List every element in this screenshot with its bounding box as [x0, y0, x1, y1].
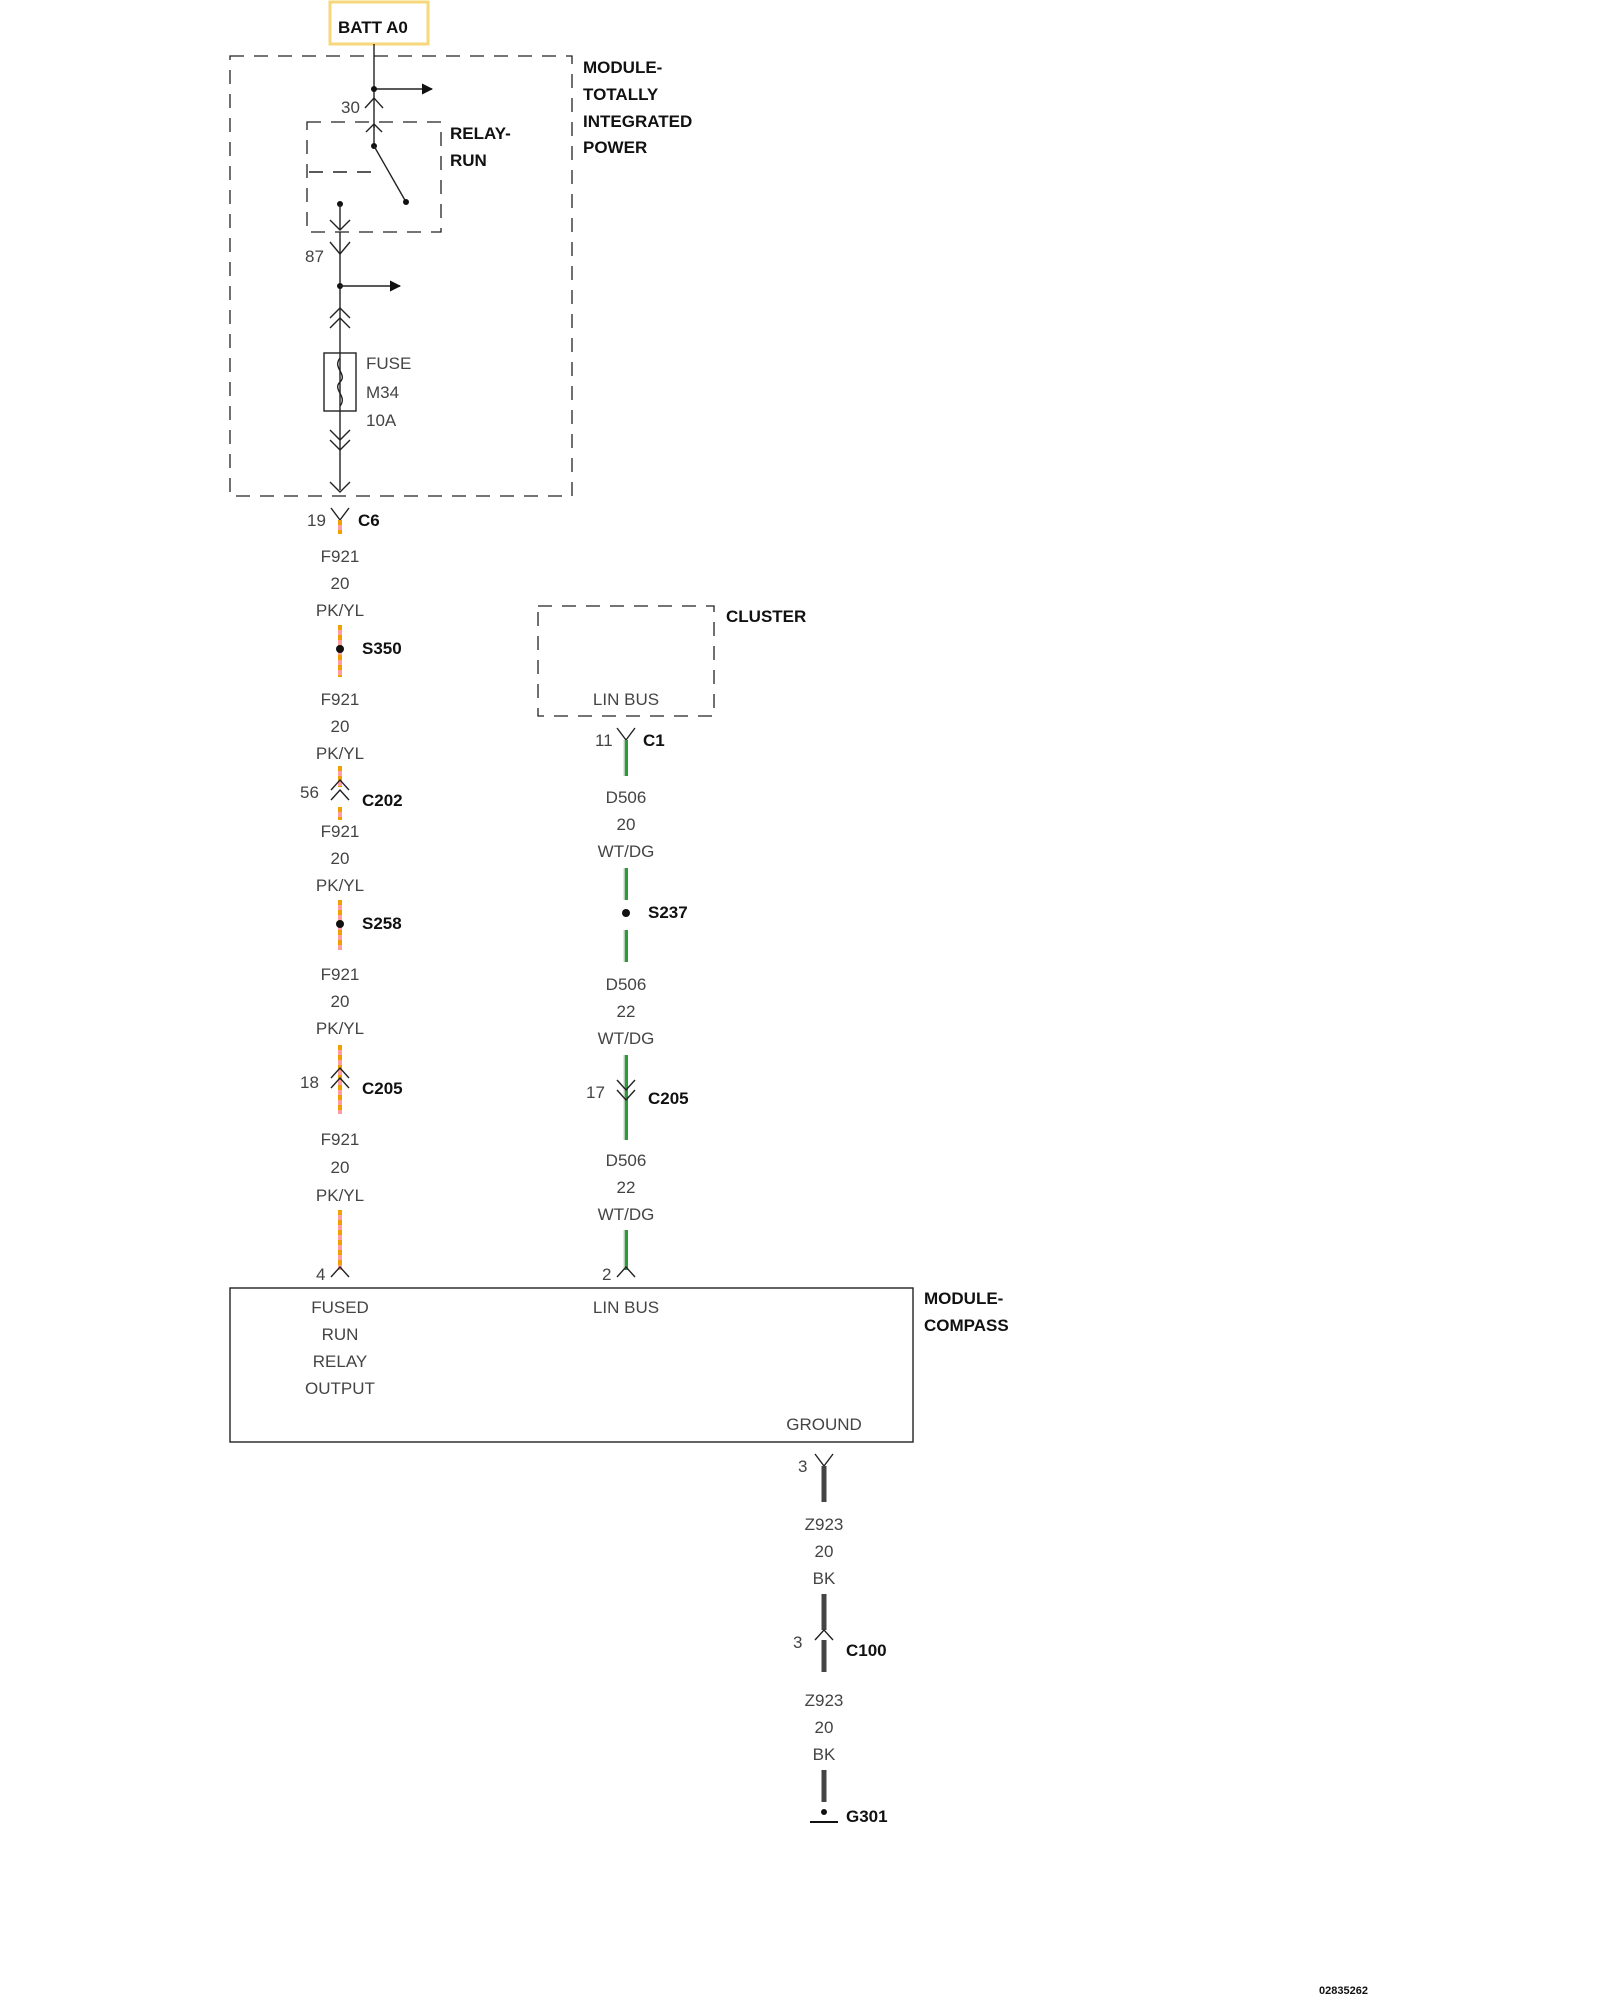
compass-title-2: COMPASS	[924, 1316, 1009, 1335]
fuse-m34	[323, 352, 357, 412]
splice-s350: S350	[362, 639, 402, 658]
left-seg5-color: PK/YL	[316, 1186, 364, 1205]
c205-left-pin: 18	[300, 1073, 319, 1092]
diagram-id: 02835262	[1319, 1985, 1368, 1997]
tip-module-box	[229, 55, 573, 497]
batt-label-box	[328, 0, 430, 46]
c202-name: C202	[362, 791, 403, 810]
left-seg2-color: PK/YL	[316, 744, 364, 763]
ground-g301-dot	[821, 1809, 827, 1815]
ground-g301: G301	[846, 1807, 888, 1826]
ground-seg1-color: BK	[813, 1569, 836, 1588]
c6-pin: 19	[307, 511, 326, 530]
c205-mid-name: C205	[648, 1089, 689, 1108]
c202-pin: 56	[300, 783, 319, 802]
left-seg1-gauge: 20	[331, 574, 350, 593]
splice-s258: S258	[362, 914, 402, 933]
mid-seg2-gauge: 22	[617, 1002, 636, 1021]
mid-seg1-circuit: D506	[606, 788, 647, 807]
mid-seg1-color: WT/DG	[598, 842, 655, 861]
fuse-label-3: 10A	[366, 411, 397, 430]
splice-s350-dot	[336, 645, 344, 653]
compass-left-label-1: FUSED	[311, 1298, 369, 1317]
compass-title-1: MODULE-	[924, 1289, 1003, 1308]
mid-seg1-gauge: 20	[617, 815, 636, 834]
left-seg2-gauge: 20	[331, 717, 350, 736]
ground-seg2-circuit: Z923	[805, 1691, 844, 1710]
compass-left-label-2: RUN	[322, 1325, 359, 1344]
tip-pin-87: 87	[305, 247, 324, 266]
c6-name: C6	[358, 511, 380, 530]
c100-name: C100	[846, 1641, 887, 1660]
left-seg4-color: PK/YL	[316, 1019, 364, 1038]
relay-box	[306, 121, 442, 233]
left-seg3-color: PK/YL	[316, 876, 364, 895]
left-seg2-circuit: F921	[321, 690, 360, 709]
tip-pin-30: 30	[341, 98, 360, 117]
ground-seg1-circuit: Z923	[805, 1515, 844, 1534]
compass-module-box	[229, 1287, 914, 1443]
tip-module-title-4: POWER	[583, 138, 647, 157]
compass-pin-3: 3	[798, 1457, 807, 1476]
mid-seg3-circuit: D506	[606, 1151, 647, 1170]
compass-left-label-3: RELAY	[313, 1352, 368, 1371]
left-seg3-gauge: 20	[331, 849, 350, 868]
left-seg4-circuit: F921	[321, 965, 360, 984]
left-seg5-gauge: 20	[331, 1158, 350, 1177]
ground-seg1-gauge: 20	[815, 1542, 834, 1561]
tip-module-title-3: INTEGRATED	[583, 112, 692, 131]
relay-title-2: RUN	[450, 151, 487, 170]
left-seg1-circuit: F921	[321, 547, 360, 566]
left-seg3-circuit: F921	[321, 822, 360, 841]
mid-seg2-color: WT/DG	[598, 1029, 655, 1048]
mid-wire	[623, 740, 628, 1270]
batt-label: BATT A0	[338, 18, 408, 37]
fuse-label-1: FUSE	[366, 354, 411, 373]
ground-seg2-gauge: 20	[815, 1718, 834, 1737]
c205-left-name: C205	[362, 1079, 403, 1098]
splice-s237: S237	[648, 903, 688, 922]
c1-name: C1	[643, 731, 665, 750]
ground-seg2-color: BK	[813, 1745, 836, 1764]
left-seg4-gauge: 20	[331, 992, 350, 1011]
splice-s258-dot	[336, 920, 344, 928]
compass-pin-2: 2	[602, 1265, 611, 1284]
tip-module-title-2: TOTALLY	[583, 85, 659, 104]
left-seg1-color: PK/YL	[316, 601, 364, 620]
relay-title-1: RELAY-	[450, 124, 511, 143]
cluster-lin-bus: LIN BUS	[593, 690, 659, 709]
fuse-label-2: M34	[366, 383, 399, 402]
mid-seg3-gauge: 22	[617, 1178, 636, 1197]
splice-s237-dot	[622, 909, 630, 917]
compass-pin-4: 4	[316, 1265, 325, 1284]
compass-left-label-4: OUTPUT	[305, 1379, 375, 1398]
compass-mid-label: LIN BUS	[593, 1298, 659, 1317]
tip-module-title-1: MODULE-	[583, 58, 662, 77]
c1-pin: 11	[595, 731, 613, 750]
c205-mid-pin: 17	[586, 1083, 605, 1102]
mid-seg2-circuit: D506	[606, 975, 647, 994]
compass-ground-label: GROUND	[786, 1415, 862, 1434]
cluster-title: CLUSTER	[726, 607, 806, 626]
cluster-box	[537, 605, 715, 717]
left-seg5-circuit: F921	[321, 1130, 360, 1149]
mid-seg3-color: WT/DG	[598, 1205, 655, 1224]
c100-pin: 3	[793, 1633, 802, 1652]
